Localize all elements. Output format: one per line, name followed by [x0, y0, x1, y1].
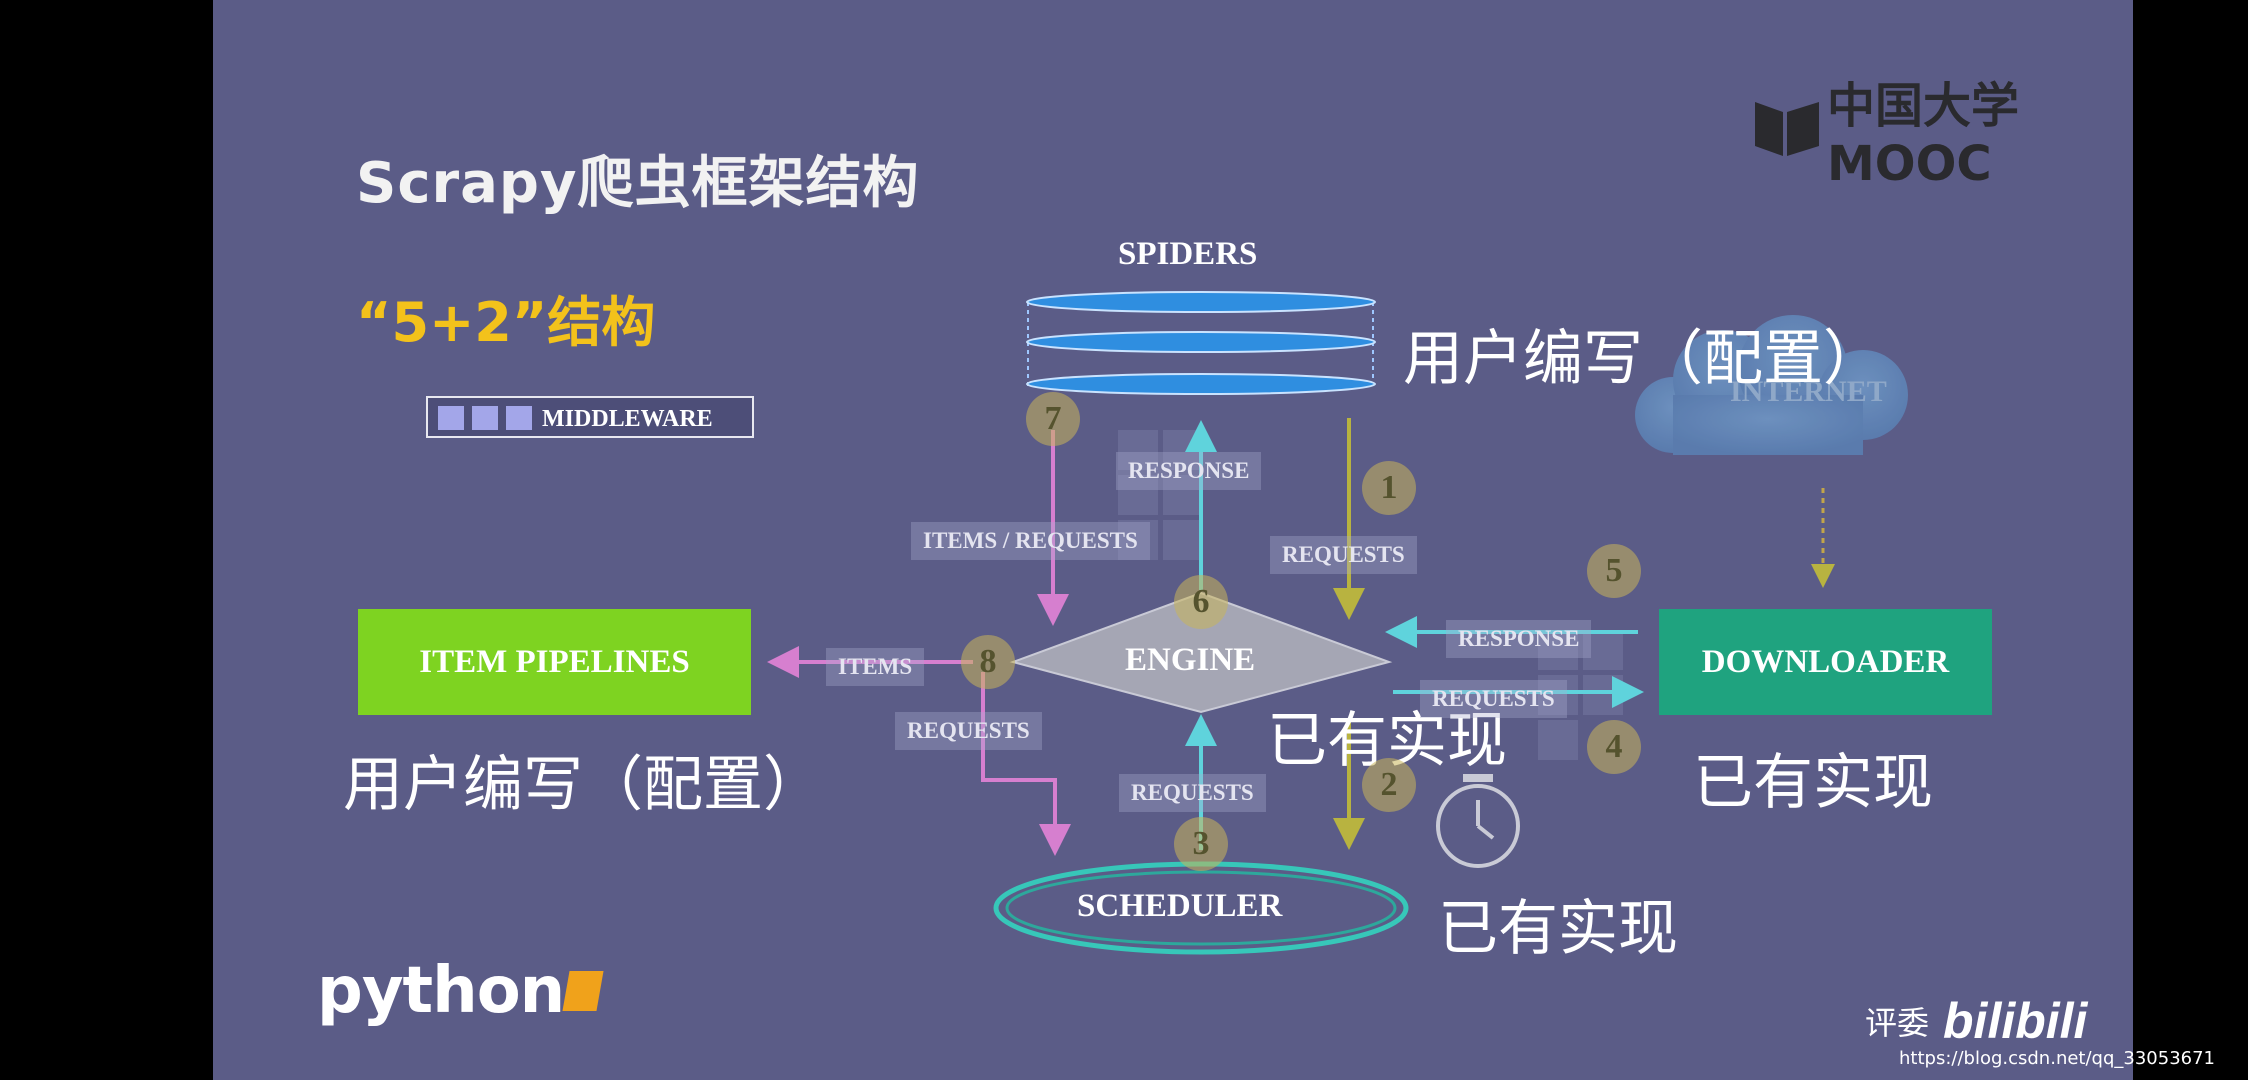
internet-label: INTERNET — [1730, 375, 1887, 408]
engine-diamond — [1009, 591, 1393, 714]
middleware-label: MIDDLEWARE — [542, 406, 713, 432]
mooc-logo: 中国大学MOOC — [1753, 66, 2133, 192]
item-pipelines-box: ITEM PIPELINES — [358, 609, 751, 715]
flow-label-items-requests: ITEMS / REQUESTS — [911, 522, 1150, 560]
step-4: 4 — [1587, 720, 1641, 774]
arrow-engine-to-scheduler-requests — [981, 672, 1071, 856]
flow-label-requests-bottom: REQUESTS — [1119, 774, 1266, 812]
mooc-logo-text: 中国大学MOOC — [1827, 78, 2020, 192]
step-1: 1 — [1362, 461, 1416, 515]
flow-label-requests-top: REQUESTS — [1270, 536, 1417, 574]
slide: 中国大学MOOC Scrapy爬虫框架结构 “5+2”结构 MIDDLEWARE — [213, 0, 2215, 1080]
step-3: 3 — [1174, 817, 1228, 871]
flow-label-requests-right: REQUESTS — [1420, 680, 1567, 718]
middleware-square-icon — [438, 406, 464, 430]
step-7: 7 — [1026, 392, 1080, 446]
flow-label-response-top: RESPONSE — [1116, 452, 1262, 490]
step-5: 5 — [1587, 544, 1641, 598]
csdn-url: https://blog.csdn.net/qq_33053671 — [1899, 1048, 2216, 1069]
spiders-disc — [1026, 373, 1376, 395]
flow-label-requests-left: REQUESTS — [895, 712, 1042, 750]
slide-subtitle: “5+2”结构 — [356, 291, 656, 354]
middleware-legend: MIDDLEWARE — [426, 396, 754, 438]
spiders-note: 用户编写（配置） — [1403, 324, 1883, 394]
pipelines-note: 用户编写（配置） — [343, 750, 823, 820]
stopwatch-icon — [1436, 774, 1520, 868]
watermark-judge: 评委 — [1865, 1004, 1930, 1042]
flow-label-response-right: RESPONSE — [1446, 620, 1592, 658]
internet-cloud — [1635, 315, 1908, 455]
scheduler-label: SCHEDULER — [1077, 888, 1283, 924]
engine-label: ENGINE — [1125, 642, 1256, 678]
flow-label-items: ITEMS — [826, 648, 925, 686]
architecture-diagram — [767, 291, 1908, 955]
spiders-disc — [1026, 291, 1376, 313]
item-pipelines-label: ITEM PIPELINES — [419, 643, 690, 680]
step-8: 8 — [961, 635, 1015, 689]
python-logo: python — [317, 954, 604, 1028]
bilibili-watermark: 评委 bilibili — [1865, 992, 2087, 1050]
downloader-note: 已有实现 — [1693, 748, 1933, 818]
spiders-stack — [1026, 291, 1376, 395]
spiders-label: SPIDERS — [1118, 236, 1258, 272]
step-6: 6 — [1174, 575, 1228, 629]
mooc-logo-icon — [1755, 102, 1819, 156]
step-2: 2 — [1362, 758, 1416, 812]
downloader-label: DOWNLOADER — [1701, 643, 1950, 680]
slide-title: Scrapy爬虫框架结构 — [356, 151, 920, 216]
middleware-square-icon — [472, 406, 498, 430]
middleware-square-icon — [506, 406, 532, 430]
spiders-disc — [1026, 331, 1376, 353]
python-logo-mark-icon — [562, 971, 604, 1011]
scheduler-note: 已有实现 — [1438, 894, 1678, 964]
bilibili-logo: bilibili — [1943, 993, 2088, 1049]
downloader-box: DOWNLOADER — [1659, 609, 1992, 715]
python-logo-text: python — [317, 954, 565, 1028]
